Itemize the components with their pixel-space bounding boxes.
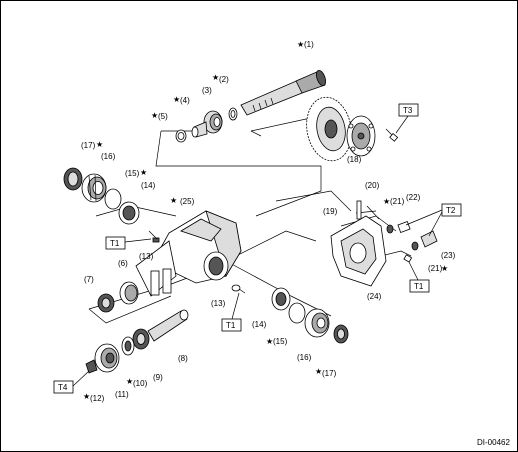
label-11: (11): [115, 390, 129, 399]
torque-box-t1-right: T1: [414, 282, 424, 291]
drive-pinion: [240, 69, 327, 116]
cover-fasteners: [356, 200, 438, 263]
svg-text:★: ★: [441, 264, 448, 273]
label-13-upper: (13): [139, 252, 154, 261]
label-5: (5): [158, 112, 168, 121]
label-10: (10): [133, 379, 148, 388]
svg-text:★: ★: [96, 140, 103, 149]
label-16-upper: (16): [101, 152, 116, 161]
ring-gear-and-case: [306, 96, 376, 162]
label-20: (20): [365, 181, 380, 190]
left-side-parts: [63, 167, 140, 225]
svg-text:★: ★: [170, 196, 177, 205]
label-7: (7): [84, 275, 94, 284]
label-17-upper: (17): [81, 141, 96, 150]
label-22: (22): [406, 193, 421, 202]
diagram-code: DI-00462: [477, 438, 510, 447]
part-labels: (1) (2) (3) (4) (5) (6) (7) (8) (9) (10)…: [81, 40, 456, 403]
svg-text:★: ★: [212, 73, 219, 82]
svg-text:★: ★: [140, 168, 147, 177]
torque-box-t2: T2: [446, 206, 456, 215]
carrier-fittings: [148, 230, 246, 294]
torque-boxes: T3 T2 T1 T1 T1 T4: [53, 103, 462, 394]
torque-box-t1-middle: T1: [226, 321, 236, 330]
label-14-upper: (14): [141, 181, 156, 190]
svg-text:★: ★: [297, 40, 304, 49]
rear-cover: [330, 215, 387, 287]
torque-box-t3: T3: [403, 106, 413, 115]
star-markers: ★ ★ ★ ★ ★ ★ ★ ★ ★ ★ ★ ★ ★: [83, 40, 448, 401]
differential-carrier: [135, 210, 242, 297]
label-25: (25): [180, 197, 195, 206]
label-17-lower: (17): [322, 369, 337, 378]
label-8: (8): [178, 354, 188, 363]
label-4: (4): [180, 96, 190, 105]
label-9: (9): [153, 373, 163, 382]
label-24: (24): [367, 292, 382, 301]
svg-text:★: ★: [266, 337, 273, 346]
pinion-parts: [175, 107, 238, 143]
torque-box-t1-left: T1: [110, 239, 120, 248]
front-bearing-parts: [97, 281, 139, 313]
label-18: (18): [347, 155, 362, 164]
svg-text:★: ★: [173, 95, 180, 104]
label-19: (19): [323, 207, 338, 216]
label-15-upper: (15): [125, 169, 140, 178]
right-side-parts: [271, 287, 349, 344]
svg-text:★: ★: [383, 197, 390, 206]
label-12: (12): [90, 394, 105, 403]
label-2: (2): [219, 75, 229, 84]
label-21-lower: (21): [428, 264, 443, 273]
axle-tube: [147, 309, 189, 342]
assembly-lines: [88, 118, 412, 324]
label-3: (3): [202, 86, 212, 95]
svg-text:★: ★: [315, 367, 322, 376]
torque-box-t4: T4: [58, 383, 68, 392]
svg-text:★: ★: [151, 111, 158, 120]
companion-flange-parts: [85, 328, 150, 374]
svg-text:★: ★: [83, 392, 90, 401]
label-23: (23): [441, 251, 456, 260]
label-14-lower: (14): [252, 320, 267, 329]
label-13-lower: (13): [211, 299, 226, 308]
label-16-lower: (16): [297, 353, 312, 362]
label-21-upper: (21): [390, 197, 405, 206]
label-6: (6): [118, 259, 128, 268]
svg-text:★: ★: [126, 377, 133, 386]
label-15-lower: (15): [273, 337, 288, 346]
ring-gear-bolt: [385, 128, 399, 142]
label-1: (1): [304, 40, 314, 49]
